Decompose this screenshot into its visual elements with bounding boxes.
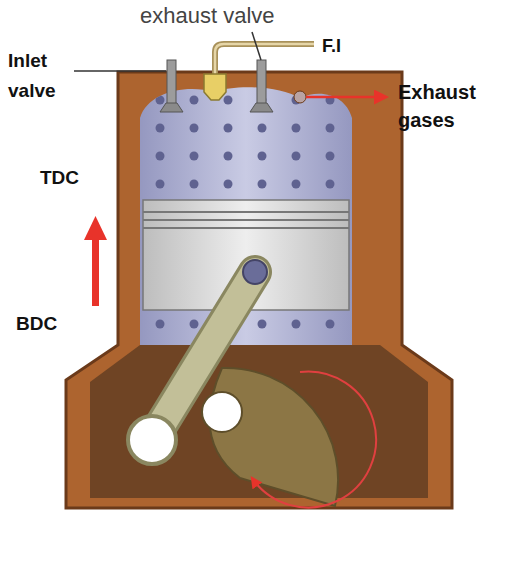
connecting-rod-edge bbox=[152, 272, 255, 440]
leader-line bbox=[74, 70, 166, 72]
big-end bbox=[128, 416, 176, 464]
connecting-rod bbox=[152, 272, 255, 440]
fuel-injector bbox=[204, 74, 226, 100]
part-label: TDC bbox=[40, 166, 79, 190]
piston-ring bbox=[143, 211, 349, 213]
inlet-valve-head bbox=[160, 103, 183, 112]
exhaust-arrow bbox=[306, 96, 386, 99]
part-label: Exhaust gases bbox=[398, 78, 502, 134]
part-label: exhaust valve bbox=[140, 3, 275, 29]
exhaust-valve-stem bbox=[257, 60, 266, 104]
exhaust-port bbox=[294, 91, 306, 103]
leader-line bbox=[252, 32, 261, 60]
engine-block bbox=[66, 72, 452, 508]
part-label: Inlet valve bbox=[8, 46, 72, 106]
piston-ring bbox=[143, 227, 349, 229]
gudgeon-pin bbox=[243, 260, 267, 284]
crank-pin bbox=[202, 392, 242, 432]
fuel-pipe bbox=[215, 44, 314, 76]
part-label: BDC bbox=[16, 312, 57, 336]
rotation-arrow bbox=[252, 372, 376, 508]
piston-ring bbox=[143, 219, 349, 221]
fuel-pipe-core bbox=[215, 44, 314, 76]
stroke-arrow-head bbox=[84, 216, 107, 240]
crank-web bbox=[210, 368, 339, 506]
stroke-arrow-shaft bbox=[92, 236, 99, 306]
part-label: F.I bbox=[322, 35, 341, 57]
exhaust-valve-head bbox=[250, 103, 273, 112]
inlet-valve-stem bbox=[167, 60, 176, 104]
